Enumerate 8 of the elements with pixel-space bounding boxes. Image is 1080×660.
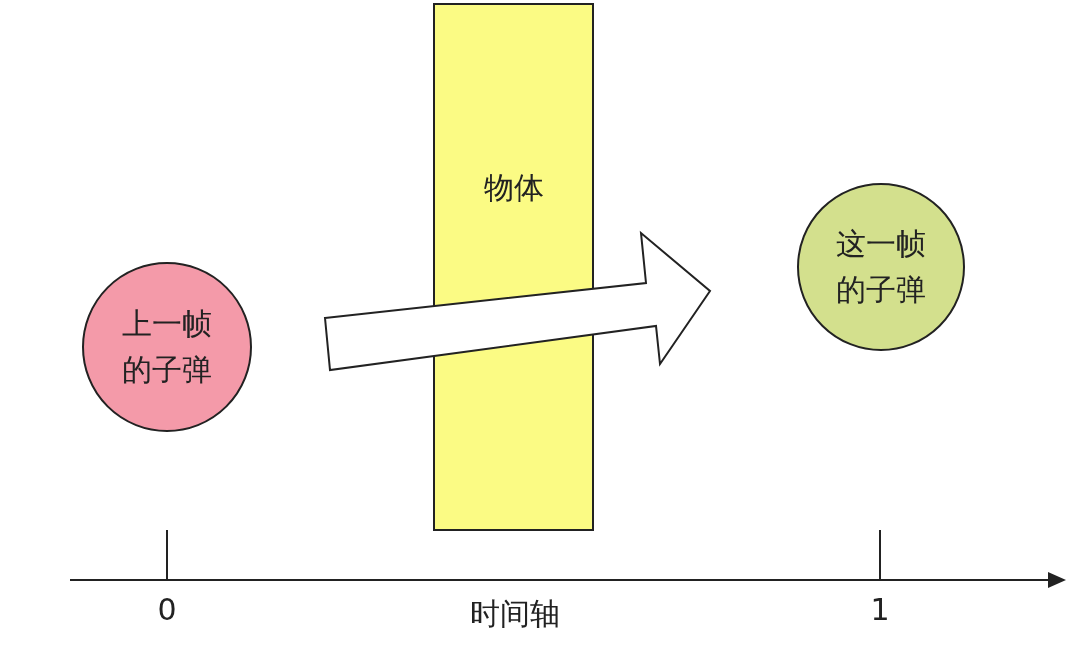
node-label: 上一帧的子弹: [121, 305, 213, 389]
object-bar: [433, 3, 594, 531]
axis-label: 1: [870, 592, 890, 627]
axis-label: 0: [157, 592, 177, 627]
block-arrow: [323, 230, 712, 372]
node-label: 物体: [483, 169, 544, 207]
node-label: 这一帧的子弹: [835, 225, 927, 309]
axis-label: 时间轴: [470, 595, 560, 633]
